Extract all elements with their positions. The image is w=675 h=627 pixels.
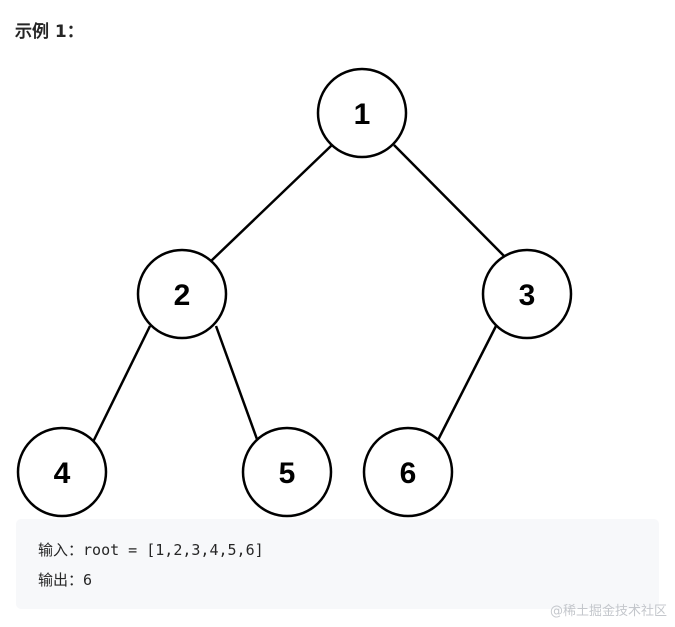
tree-node-3: 3 xyxy=(481,248,573,340)
edge-1-2 xyxy=(209,144,333,263)
output-line: 输出：6 xyxy=(38,570,92,590)
output-label: 输出： xyxy=(38,571,84,589)
edge-2-5 xyxy=(214,325,260,443)
node-label-6: 6 xyxy=(400,457,417,490)
node-label-5: 5 xyxy=(279,457,296,490)
edge-1-3 xyxy=(393,144,511,263)
tree-node-1: 1 xyxy=(316,67,408,159)
node-label-1: 1 xyxy=(354,98,371,131)
tree-node-6: 6 xyxy=(362,426,454,518)
node-label-3: 3 xyxy=(519,279,536,312)
input-value: root = [1,2,3,4,5,6] xyxy=(83,541,264,559)
node-label-2: 2 xyxy=(174,279,191,312)
node-label-4: 4 xyxy=(54,457,71,490)
tree-edges xyxy=(91,144,511,443)
output-value: 6 xyxy=(83,571,93,589)
tree-node-5: 5 xyxy=(241,426,333,518)
example-code-block: 输入：root = [1,2,3,4,5,6] 输出：6 xyxy=(16,519,659,609)
binary-tree-diagram: 1 2 3 4 5 6 xyxy=(16,67,573,518)
tree-node-2: 2 xyxy=(136,248,228,340)
input-label: 输入： xyxy=(38,541,84,559)
edge-2-4 xyxy=(91,325,152,443)
example-heading: 示例 1： xyxy=(15,22,84,42)
edge-3-6 xyxy=(435,325,498,443)
input-line: 输入：root = [1,2,3,4,5,6] xyxy=(38,540,264,560)
watermark-text: @稀土掘金技术社区 xyxy=(549,604,667,619)
tree-node-4: 4 xyxy=(16,426,108,518)
